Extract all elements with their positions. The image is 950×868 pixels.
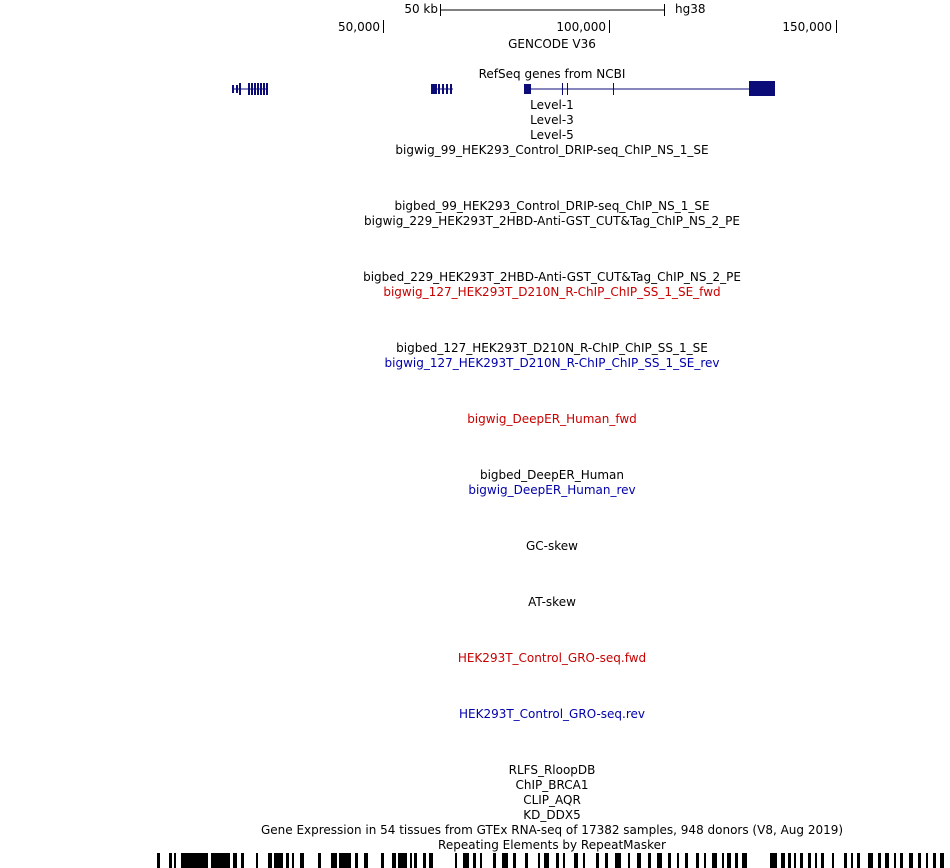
track-label-gtex[interactable]: Gene Expression in 54 tissues from GTEx … (260, 823, 844, 837)
scale-bar (440, 4, 665, 16)
coordinate-label-150000: 150,000 (782, 20, 832, 34)
track-label-bigbed-127[interactable]: bigbed_127_HEK293T_D210N_R-ChIP_ChIP_SS_… (396, 341, 708, 355)
coordinate-label-100000: 100,000 (556, 20, 606, 34)
track-label-level-3[interactable]: Level-3 (530, 113, 574, 127)
track-label-bigbed-229[interactable]: bigbed_229_HEK293T_2HBD-Anti-GST_CUT&Tag… (363, 270, 741, 284)
track-label-level-1[interactable]: Level-1 (530, 98, 574, 112)
gene-model-left (232, 83, 268, 95)
track-label-clip-aqr[interactable]: CLIP_AQR (523, 793, 581, 807)
track-label-at-skew[interactable]: AT-skew (528, 595, 576, 609)
scale-label: 50 kb (404, 2, 438, 16)
base-position-ticks (383, 20, 837, 33)
coordinate-label-50000: 50,000 (338, 20, 380, 34)
track-label-deeper-fwd[interactable]: bigwig_DeepER_Human_fwd (467, 412, 637, 426)
track-label-kd-ddx5[interactable]: KD_DDX5 (523, 808, 581, 822)
track-label-repeatmasker[interactable]: Repeating Elements by RepeatMasker (438, 838, 666, 852)
track-label-bigwig-127-fwd[interactable]: bigwig_127_HEK293T_D210N_R-ChIP_ChIP_SS_… (383, 285, 721, 299)
repeatmasker-track[interactable] (157, 853, 944, 868)
track-label-bigbed-99[interactable]: bigbed_99_HEK293_Control_DRIP-seq_ChIP_N… (394, 199, 710, 213)
track-label-gro-seq-rev[interactable]: HEK293T_Control_GRO-seq.rev (458, 707, 646, 721)
track-label-bigwig-229[interactable]: bigwig_229_HEK293T_2HBD-Anti-GST_CUT&Tag… (364, 214, 740, 228)
track-label-deeper-bigbed[interactable]: bigbed_DeepER_Human (479, 468, 624, 482)
track-label-level-5[interactable]: Level-5 (530, 128, 574, 142)
gene-model-middle (431, 84, 453, 94)
track-label-chip-brca1[interactable]: ChIP_BRCA1 (515, 778, 589, 792)
gencode-gene-models[interactable] (232, 81, 775, 96)
track-label-refseq[interactable]: RefSeq genes from NCBI (478, 67, 626, 81)
track-label-rlfs[interactable]: RLFS_RloopDB (508, 763, 596, 777)
track-label-gc-skew[interactable]: GC-skew (526, 539, 578, 553)
track-label-deeper-rev[interactable]: bigwig_DeepER_Human_rev (468, 483, 636, 497)
track-label-bigwig-99[interactable]: bigwig_99_HEK293_Control_DRIP-seq_ChIP_N… (395, 143, 709, 157)
track-label-gro-seq-fwd[interactable]: HEK293T_Control_GRO-seq.fwd (457, 651, 647, 665)
assembly-label: hg38 (675, 2, 706, 16)
track-label-bigwig-127-rev[interactable]: bigwig_127_HEK293T_D210N_R-ChIP_ChIP_SS_… (384, 356, 720, 370)
track-label-gencode[interactable]: GENCODE V36 (508, 37, 596, 51)
gene-model-right (524, 81, 775, 96)
